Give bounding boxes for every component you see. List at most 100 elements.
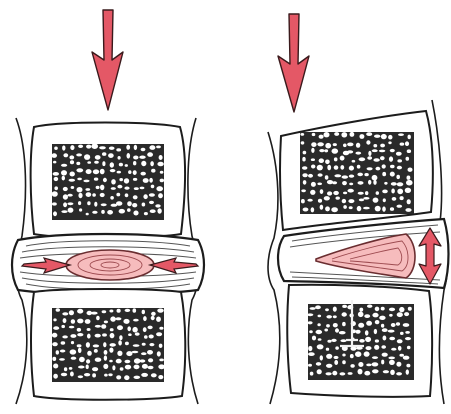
bone-pore <box>404 312 409 316</box>
bone-pore <box>316 330 323 334</box>
bone-pore <box>135 332 140 335</box>
bone-pore <box>317 165 323 171</box>
bone-pore <box>375 206 381 212</box>
bone-pore <box>349 206 353 209</box>
bone-pore <box>311 142 316 147</box>
bone-pore <box>300 133 304 136</box>
bone-pore <box>327 340 331 343</box>
bone-pore <box>317 323 320 326</box>
bone-pore <box>56 350 59 354</box>
bone-pore <box>104 350 108 355</box>
bone-pore <box>149 201 154 204</box>
bone-pore <box>399 307 404 312</box>
bone-pore <box>388 330 395 333</box>
bone-pore <box>324 329 328 332</box>
bone-pore <box>117 351 122 356</box>
bone-pore <box>141 352 147 355</box>
bone-pore <box>108 153 114 158</box>
bone-pore <box>140 359 146 362</box>
bone-pore <box>158 193 163 198</box>
bone-pore <box>318 338 322 341</box>
bone-pore <box>342 305 347 308</box>
bone-pore <box>389 314 393 317</box>
bone-pore <box>133 195 138 199</box>
bone-pore <box>60 350 66 353</box>
bone-pore <box>52 357 56 361</box>
bone-pore <box>333 323 338 327</box>
bone-pore <box>311 207 315 212</box>
bone-pore <box>342 175 348 178</box>
bone-pore <box>151 169 155 173</box>
bone-pore <box>380 144 385 148</box>
bone-pore <box>53 364 58 369</box>
bone-pore <box>357 165 361 169</box>
bone-pore <box>381 307 385 311</box>
bone-pore <box>364 371 370 376</box>
bone-pore <box>117 171 121 174</box>
bone-pore <box>143 194 147 199</box>
bone-pore <box>343 144 347 148</box>
bone-pore <box>119 209 125 214</box>
bone-pore <box>350 354 354 358</box>
bone-pore <box>359 199 364 202</box>
bone-pore <box>368 151 371 156</box>
bone-pore <box>400 332 404 335</box>
bone-pore <box>149 178 153 183</box>
bone-pore <box>359 308 363 312</box>
bone-pore <box>381 345 386 349</box>
bone-pore <box>342 181 347 185</box>
bone-pore <box>150 209 156 213</box>
bone-pore <box>96 186 100 189</box>
bone-pore <box>372 369 379 373</box>
bone-pore <box>52 191 58 197</box>
bone-pore <box>363 197 369 200</box>
bone-pore <box>340 339 346 342</box>
bone-pore <box>325 175 329 179</box>
bone-pore <box>87 351 92 356</box>
bone-pore <box>93 344 99 347</box>
bone-pore <box>390 370 395 375</box>
bone-pore <box>326 324 330 327</box>
bone-pore <box>343 192 347 195</box>
bone-pore <box>142 364 148 369</box>
bone-pore <box>134 376 141 379</box>
bone-pore <box>388 135 392 140</box>
bone-pore <box>335 346 339 349</box>
bone-pore <box>381 134 387 139</box>
bone-pore <box>365 191 368 195</box>
bone-pore <box>379 150 385 153</box>
bone-pore <box>133 161 136 165</box>
bone-pore <box>159 344 163 348</box>
bone-pore <box>68 208 74 213</box>
bone-pore <box>389 360 395 365</box>
bone-pore <box>397 166 402 170</box>
bone-pore <box>133 344 140 347</box>
bone-pore <box>349 166 354 171</box>
bone-pore <box>308 352 315 356</box>
bone-pore <box>366 364 371 367</box>
bone-pore <box>148 326 153 330</box>
bone-pore <box>340 156 345 161</box>
bone-pore <box>103 342 106 347</box>
bone-pore <box>407 346 411 350</box>
bone-pore <box>77 344 82 347</box>
bone-pore <box>310 372 314 376</box>
bone-pore <box>83 180 89 183</box>
bone-pore <box>367 305 372 308</box>
bone-pore <box>125 164 128 167</box>
bone-pore <box>405 188 411 193</box>
bone-pore <box>124 187 129 190</box>
bone-pore <box>111 179 116 184</box>
bone-pore <box>143 316 147 321</box>
bone-pore <box>134 145 137 150</box>
bone-pore <box>125 360 131 363</box>
bone-pore <box>389 156 393 161</box>
bone-pore <box>102 333 107 336</box>
bone-pore <box>407 199 411 204</box>
bone-pore <box>71 341 74 344</box>
bone-pore <box>358 369 363 375</box>
bone-pore <box>368 180 371 185</box>
bone-pore <box>85 319 91 324</box>
bone-pore <box>357 173 363 177</box>
bone-pore <box>332 148 339 153</box>
